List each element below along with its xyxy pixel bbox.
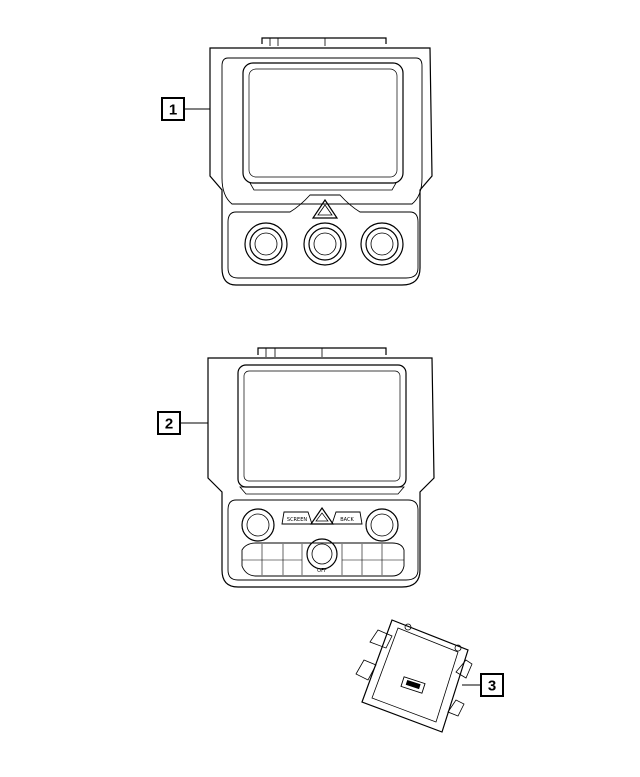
callout-1 [161, 97, 210, 121]
part-2-knob-right [365, 508, 399, 542]
part-2-radio-bezel: SCREEN BACK OFF [207, 347, 435, 588]
part-1-knob-center [303, 222, 347, 266]
part-3-connector [400, 676, 426, 694]
part-2-knob-left [241, 508, 275, 542]
part-1-knob-left [244, 222, 288, 266]
part-2-screen [237, 364, 407, 488]
callout-1-label: 1 [169, 102, 177, 119]
part-1-knob-right [360, 222, 404, 266]
part-2-back-button-label: BACK [340, 517, 354, 523]
callout-2 [157, 411, 208, 435]
part-2-back-button [331, 511, 363, 525]
part-2-center-knob-label: OFF [317, 568, 327, 574]
part-1-radio-bezel [209, 37, 433, 286]
callout-2-label: 2 [165, 416, 173, 433]
part-2-screen-button-label: SCREEN [287, 517, 307, 523]
part-1-hazard-button [311, 198, 339, 219]
part-3-module [355, 619, 473, 733]
callout-3 [462, 673, 504, 697]
part-2-center-knob [306, 538, 338, 570]
part-1-screen [242, 62, 404, 184]
part-2-hazard-button [309, 506, 335, 525]
callout-3-label: 3 [488, 678, 496, 695]
